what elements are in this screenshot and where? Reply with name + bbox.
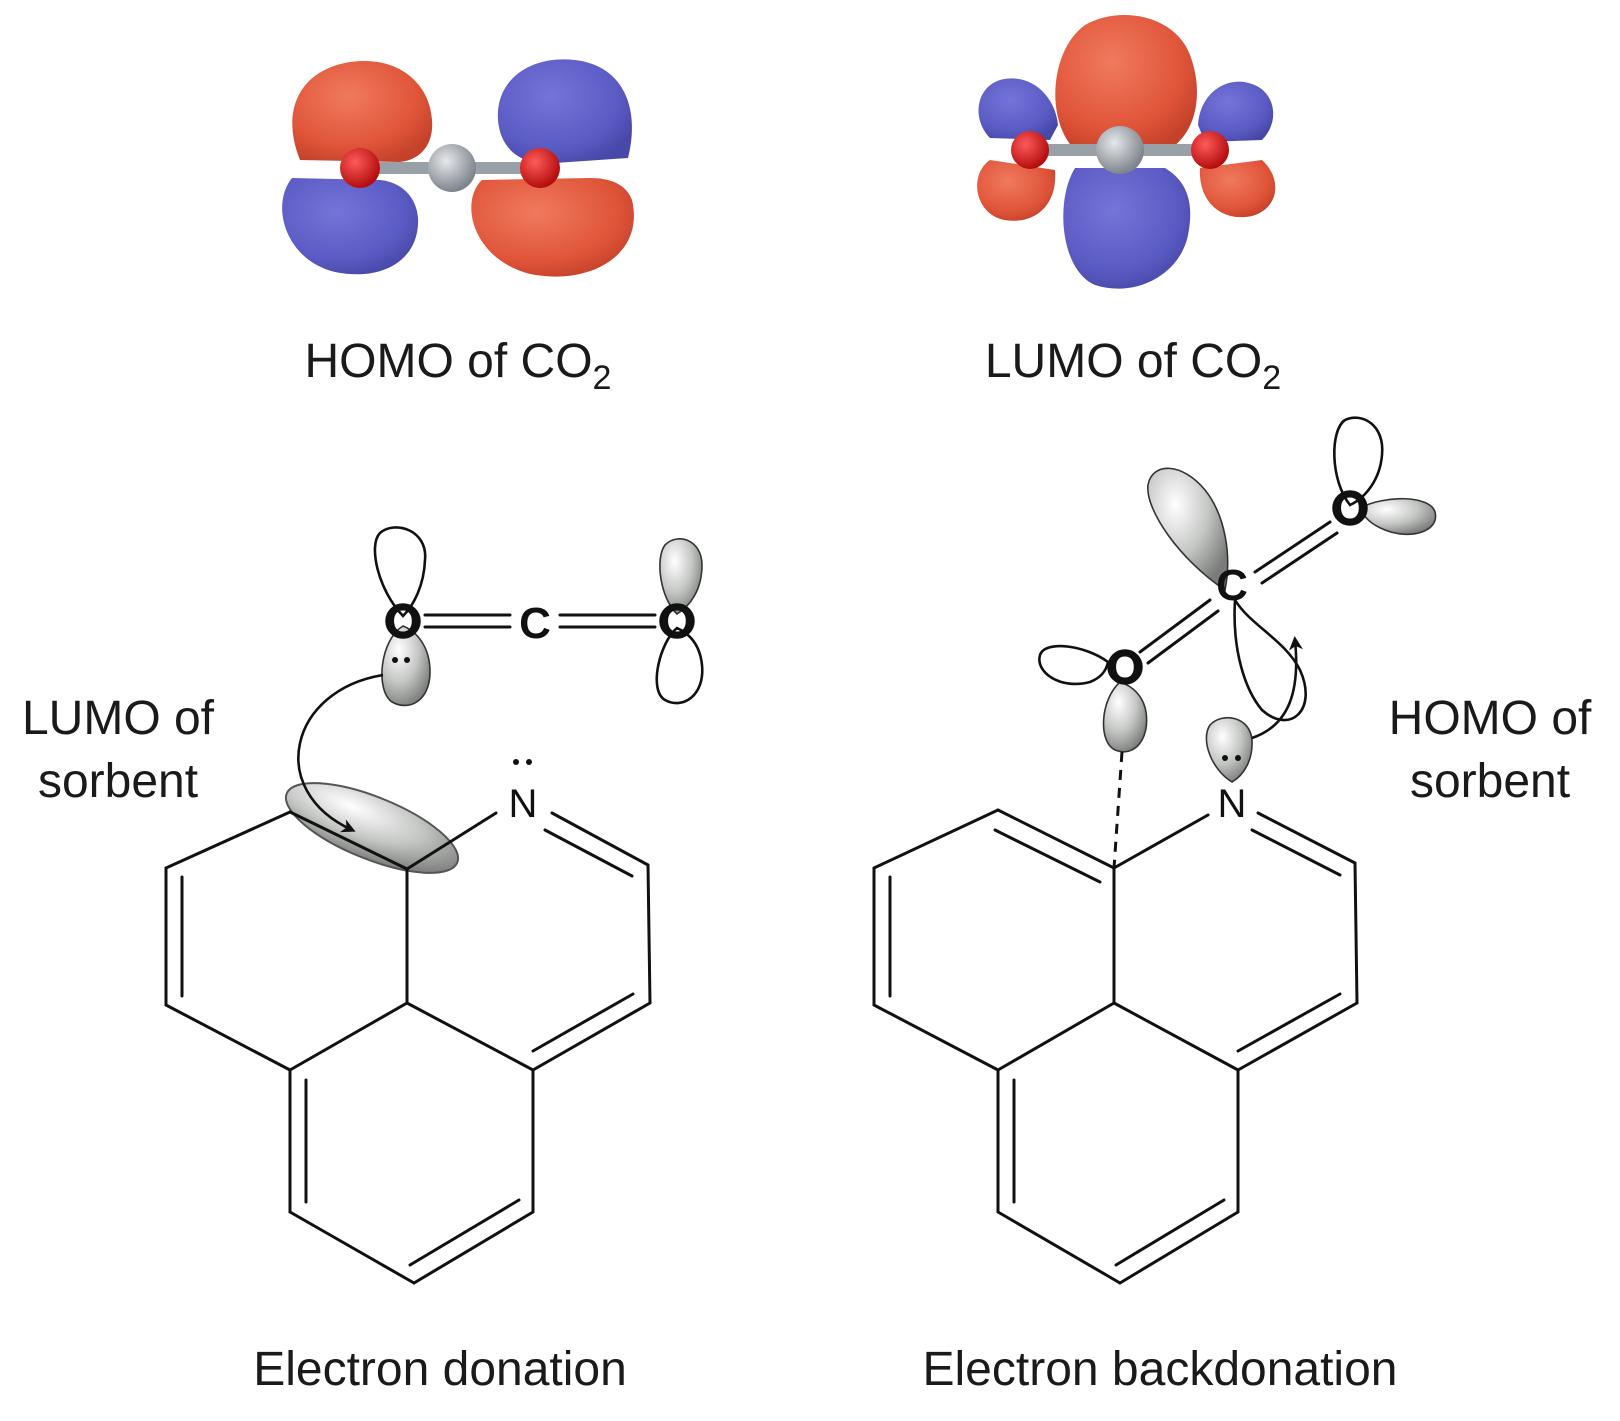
donation-n-lone-pair-dot	[526, 759, 532, 765]
backdonation-double-bond-bottom	[1146, 609, 1220, 665]
backdonation-dashed-interaction	[1112, 751, 1124, 869]
lumo-carbon	[1096, 126, 1144, 174]
backdonation-double-bond-top	[1253, 520, 1332, 574]
backdonation-o2-upper-lobe	[1333, 416, 1384, 507]
homo-oxygen-right	[520, 148, 560, 188]
donation-lone-pair-dot	[392, 657, 398, 663]
lumo-lobe-upper-center	[1055, 15, 1197, 150]
lumo-oxygen-left	[1011, 131, 1049, 169]
lumo-sorbent-label-line2: sorbent	[38, 755, 198, 808]
donation-o2-lower-lobe	[655, 626, 704, 705]
donation-o1-ring	[385, 603, 421, 639]
lumo-lobe-lower-left	[977, 160, 1056, 221]
lumo-lobe-lower-center	[1063, 168, 1191, 289]
electron-donation-caption: Electron donation	[253, 1343, 627, 1396]
backdonation-double-bond-bottom	[1138, 598, 1212, 654]
backdonation-ring-skeleton	[872, 808, 1359, 1285]
donation-oxygen-right: O	[660, 597, 694, 646]
homo-lobe-lower-right	[471, 178, 634, 277]
backdonation-carbon-upper-lobe	[1147, 467, 1229, 592]
backdonation-oxygen-top: O	[1333, 484, 1367, 533]
donation-n-lone-pair-dot	[513, 759, 519, 765]
backdonation-o2-ring	[1332, 490, 1368, 526]
backdonation-o1-lower-lobe	[1102, 681, 1148, 753]
electron-backdonation-caption: Electron backdonation	[923, 1343, 1398, 1396]
donation-carbon: C	[519, 599, 551, 648]
donation-o1-upper-lobe	[373, 526, 427, 618]
backdonation-arrow	[1251, 636, 1303, 740]
backdonation-o1-side-lobe	[1038, 644, 1110, 686]
homo-lobe-lower-left	[282, 178, 419, 275]
donation-ring-skeleton	[164, 810, 652, 1285]
lumo-co2-caption: LUMO of CO2	[985, 335, 1281, 397]
donation-o1-lower-lobe	[381, 625, 431, 707]
donation-arrow	[297, 673, 384, 833]
homo-co2-caption: HOMO of CO2	[305, 335, 612, 397]
backdonation-double-bond-top	[1260, 531, 1339, 585]
homo-lobe-upper-right	[497, 59, 632, 165]
donation-oxygen-left: O	[386, 597, 420, 646]
homo-sorbent-label-line2: sorbent	[1410, 755, 1570, 808]
backdonation-oxygen-bottom: O	[1108, 643, 1142, 692]
homo-sorbent-label-line1: HOMO of	[1389, 692, 1592, 745]
backdonation-o1-ring	[1107, 649, 1143, 685]
homo-oxygen-left	[340, 148, 380, 188]
backdonation-lone-pair-dot	[1235, 755, 1241, 761]
donation-nitrogen: N	[509, 782, 538, 826]
lumo-sorbent-label-line1: LUMO of	[22, 692, 215, 745]
backdonation-scheme: O C O	[872, 416, 1437, 1285]
homo-lobe-upper-left	[292, 60, 433, 162]
lumo-lobe-lower-right	[1199, 160, 1276, 218]
lumo-lobe-upper-left	[978, 78, 1058, 140]
lumo-co2-orbital	[977, 15, 1276, 289]
donation-o2-upper-lobe	[659, 538, 703, 616]
lumo-lobe-upper-right	[1198, 81, 1274, 142]
homo-co2-orbital	[282, 59, 634, 277]
backdonation-nitrogen: N	[1218, 782, 1247, 826]
backdonation-carbon-lower-lobe	[1233, 595, 1307, 722]
donation-scheme: O C O	[164, 526, 704, 1285]
homo-carbon	[428, 144, 476, 192]
donation-o2-ring	[659, 603, 695, 639]
lumo-oxygen-right	[1191, 131, 1229, 169]
donation-lone-pair-dot	[404, 657, 410, 663]
donation-sorbent-lumo-lobe	[284, 782, 460, 874]
backdonation-carbon: C	[1216, 561, 1248, 610]
backdonation-n-lone-pair-lobe	[1205, 716, 1253, 783]
backdonation-lone-pair-dot	[1222, 755, 1228, 761]
backdonation-o2-side-lobe	[1358, 497, 1437, 536]
